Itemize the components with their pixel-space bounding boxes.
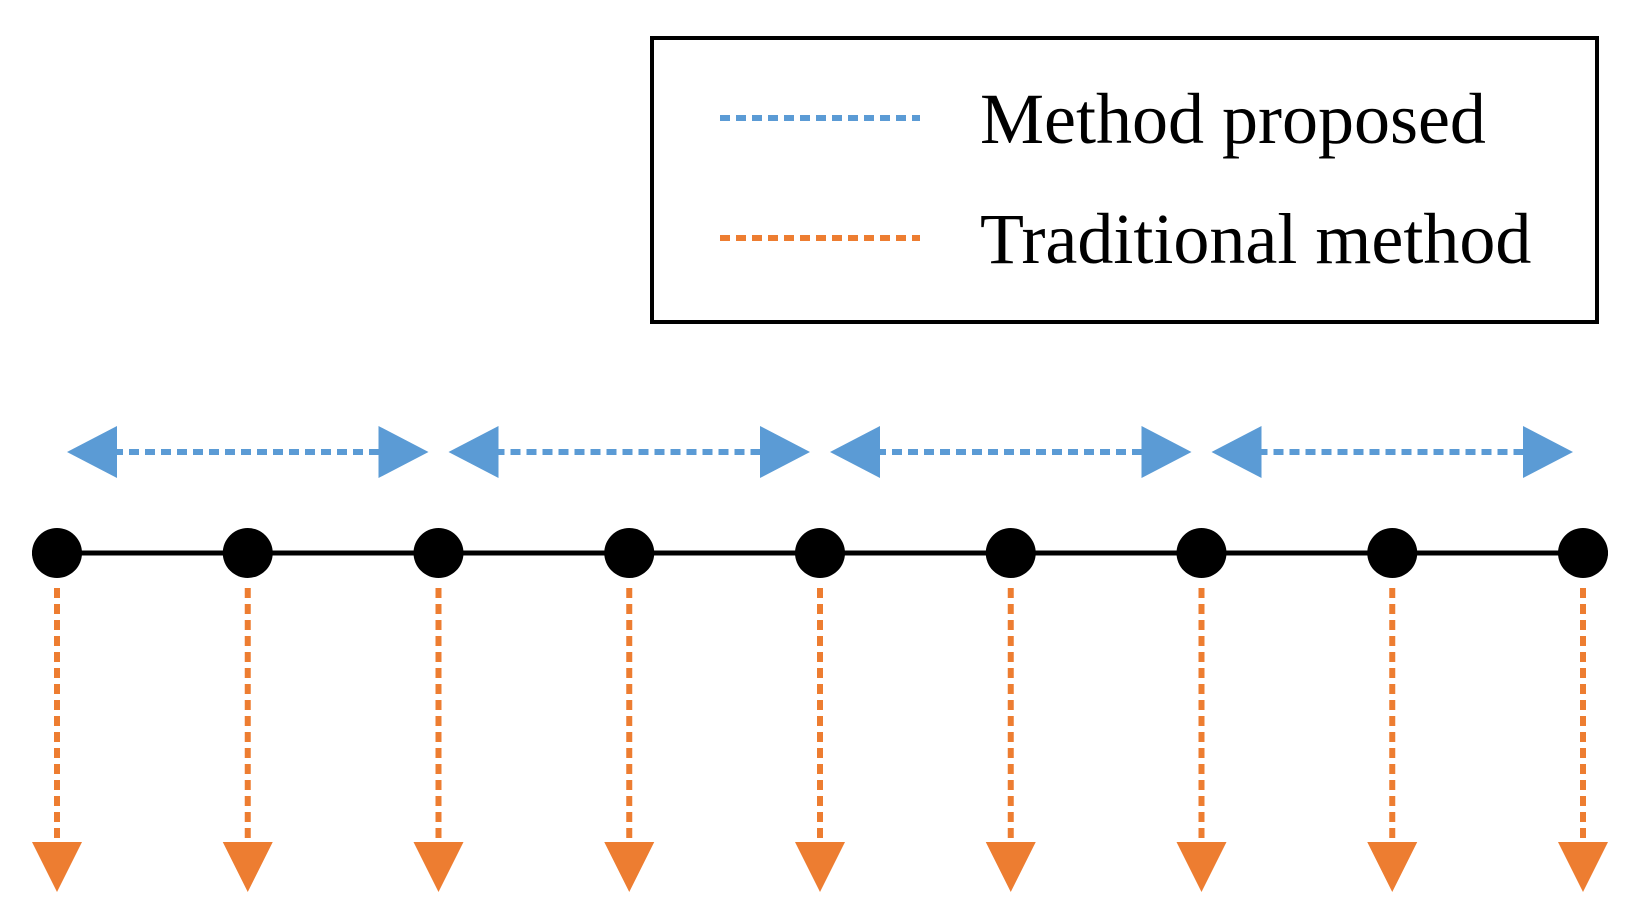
legend-box — [650, 36, 1599, 324]
legend-traditional-label: Traditional method — [980, 199, 1531, 279]
timeline — [32, 528, 1608, 578]
proposed-arrow-head-left — [1211, 426, 1262, 478]
proposed-arrow-head-left — [830, 426, 880, 478]
proposed-arrow-head-left — [448, 426, 499, 478]
timeline-node — [32, 528, 82, 578]
legend-proposed-label: Method proposed — [980, 79, 1486, 159]
traditional-arrow-head — [1176, 842, 1227, 892]
proposed-arrows — [67, 426, 1573, 478]
legend: Method proposed Traditional method — [650, 36, 1599, 324]
timeline-node — [795, 528, 845, 578]
traditional-arrows — [32, 588, 1608, 892]
traditional-down-arrow — [413, 588, 464, 892]
traditional-down-arrow — [32, 588, 82, 892]
proposed-arrow-head-right — [1141, 426, 1192, 478]
traditional-down-arrow — [1176, 588, 1227, 892]
timeline-node — [1558, 528, 1608, 578]
proposed-double-arrow — [1211, 426, 1573, 478]
traditional-arrow-head — [985, 842, 1036, 892]
proposed-arrow-head-left — [67, 426, 117, 478]
traditional-down-arrow — [222, 588, 273, 892]
traditional-arrow-head — [32, 842, 82, 892]
proposed-double-arrow — [448, 426, 810, 478]
timeline-node — [985, 528, 1036, 578]
traditional-down-arrow — [1367, 588, 1418, 892]
proposed-double-arrow — [67, 426, 429, 478]
proposed-arrow-head-right — [1523, 426, 1573, 478]
proposed-arrow-head-right — [378, 426, 429, 478]
traditional-arrow-head — [795, 842, 845, 892]
traditional-arrow-head — [413, 842, 464, 892]
timeline-node — [1367, 528, 1418, 578]
proposed-arrow-head-right — [760, 426, 810, 478]
timeline-node — [1176, 528, 1227, 578]
timeline-node — [222, 528, 273, 578]
traditional-arrow-head — [222, 842, 273, 892]
proposed-double-arrow — [830, 426, 1192, 478]
traditional-down-arrow — [1558, 588, 1608, 892]
traditional-down-arrow — [604, 588, 655, 892]
traditional-arrow-head — [1558, 842, 1608, 892]
timeline-node — [604, 528, 655, 578]
traditional-arrow-head — [604, 842, 655, 892]
traditional-down-arrow — [795, 588, 845, 892]
traditional-down-arrow — [985, 588, 1036, 892]
timeline-node — [413, 528, 464, 578]
traditional-arrow-head — [1367, 842, 1418, 892]
